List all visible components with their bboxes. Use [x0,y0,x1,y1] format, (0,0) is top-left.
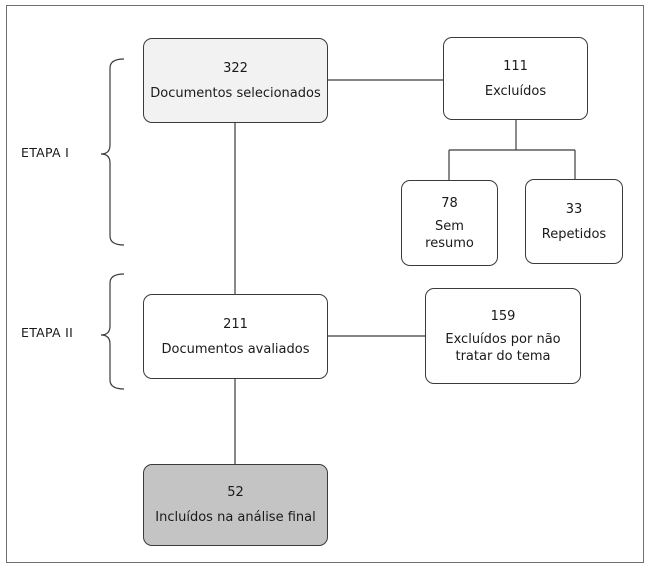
node-count: 52 [227,485,244,500]
brace-stage-2 [100,273,125,390]
node-excluded-off-topic: 159 Excluídos por não tratar do tema [425,288,581,384]
node-included-final: 52 Incluídos na análise final [143,464,328,546]
node-count: 159 [490,308,516,324]
node-no-abstract: 78 Sem resumo [401,180,498,266]
node-label: Repetidos [541,226,607,242]
node-label-line-1: Excluídos por não [445,331,561,347]
node-documents-selected: 322 Documentos selecionados [143,38,328,123]
node-label-line-2: resumo [425,235,474,251]
node-label-line-2: tratar do tema [455,348,551,364]
node-repeated: 33 Repetidos [525,179,623,264]
node-count: 111 [503,58,528,74]
stage-2-label: ETAPA II [21,325,74,340]
node-label: Incluídos na análise final [155,510,316,525]
node-label: Documentos avaliados [161,341,310,357]
node-count: 78 [441,195,458,211]
node-count: 211 [223,316,248,332]
node-count: 322 [223,60,248,76]
node-label-line-1: Sem [435,218,464,234]
node-label: Excluídos [484,83,547,99]
brace-stage-1 [100,58,125,246]
stage-1-label: ETAPA I [21,145,70,160]
node-documents-evaluated: 211 Documentos avaliados [143,294,328,379]
diagram-frame [6,5,644,563]
node-label: Documentos selecionados [150,85,321,101]
node-count: 33 [565,201,583,217]
node-excluded: 111 Excluídos [443,37,588,120]
